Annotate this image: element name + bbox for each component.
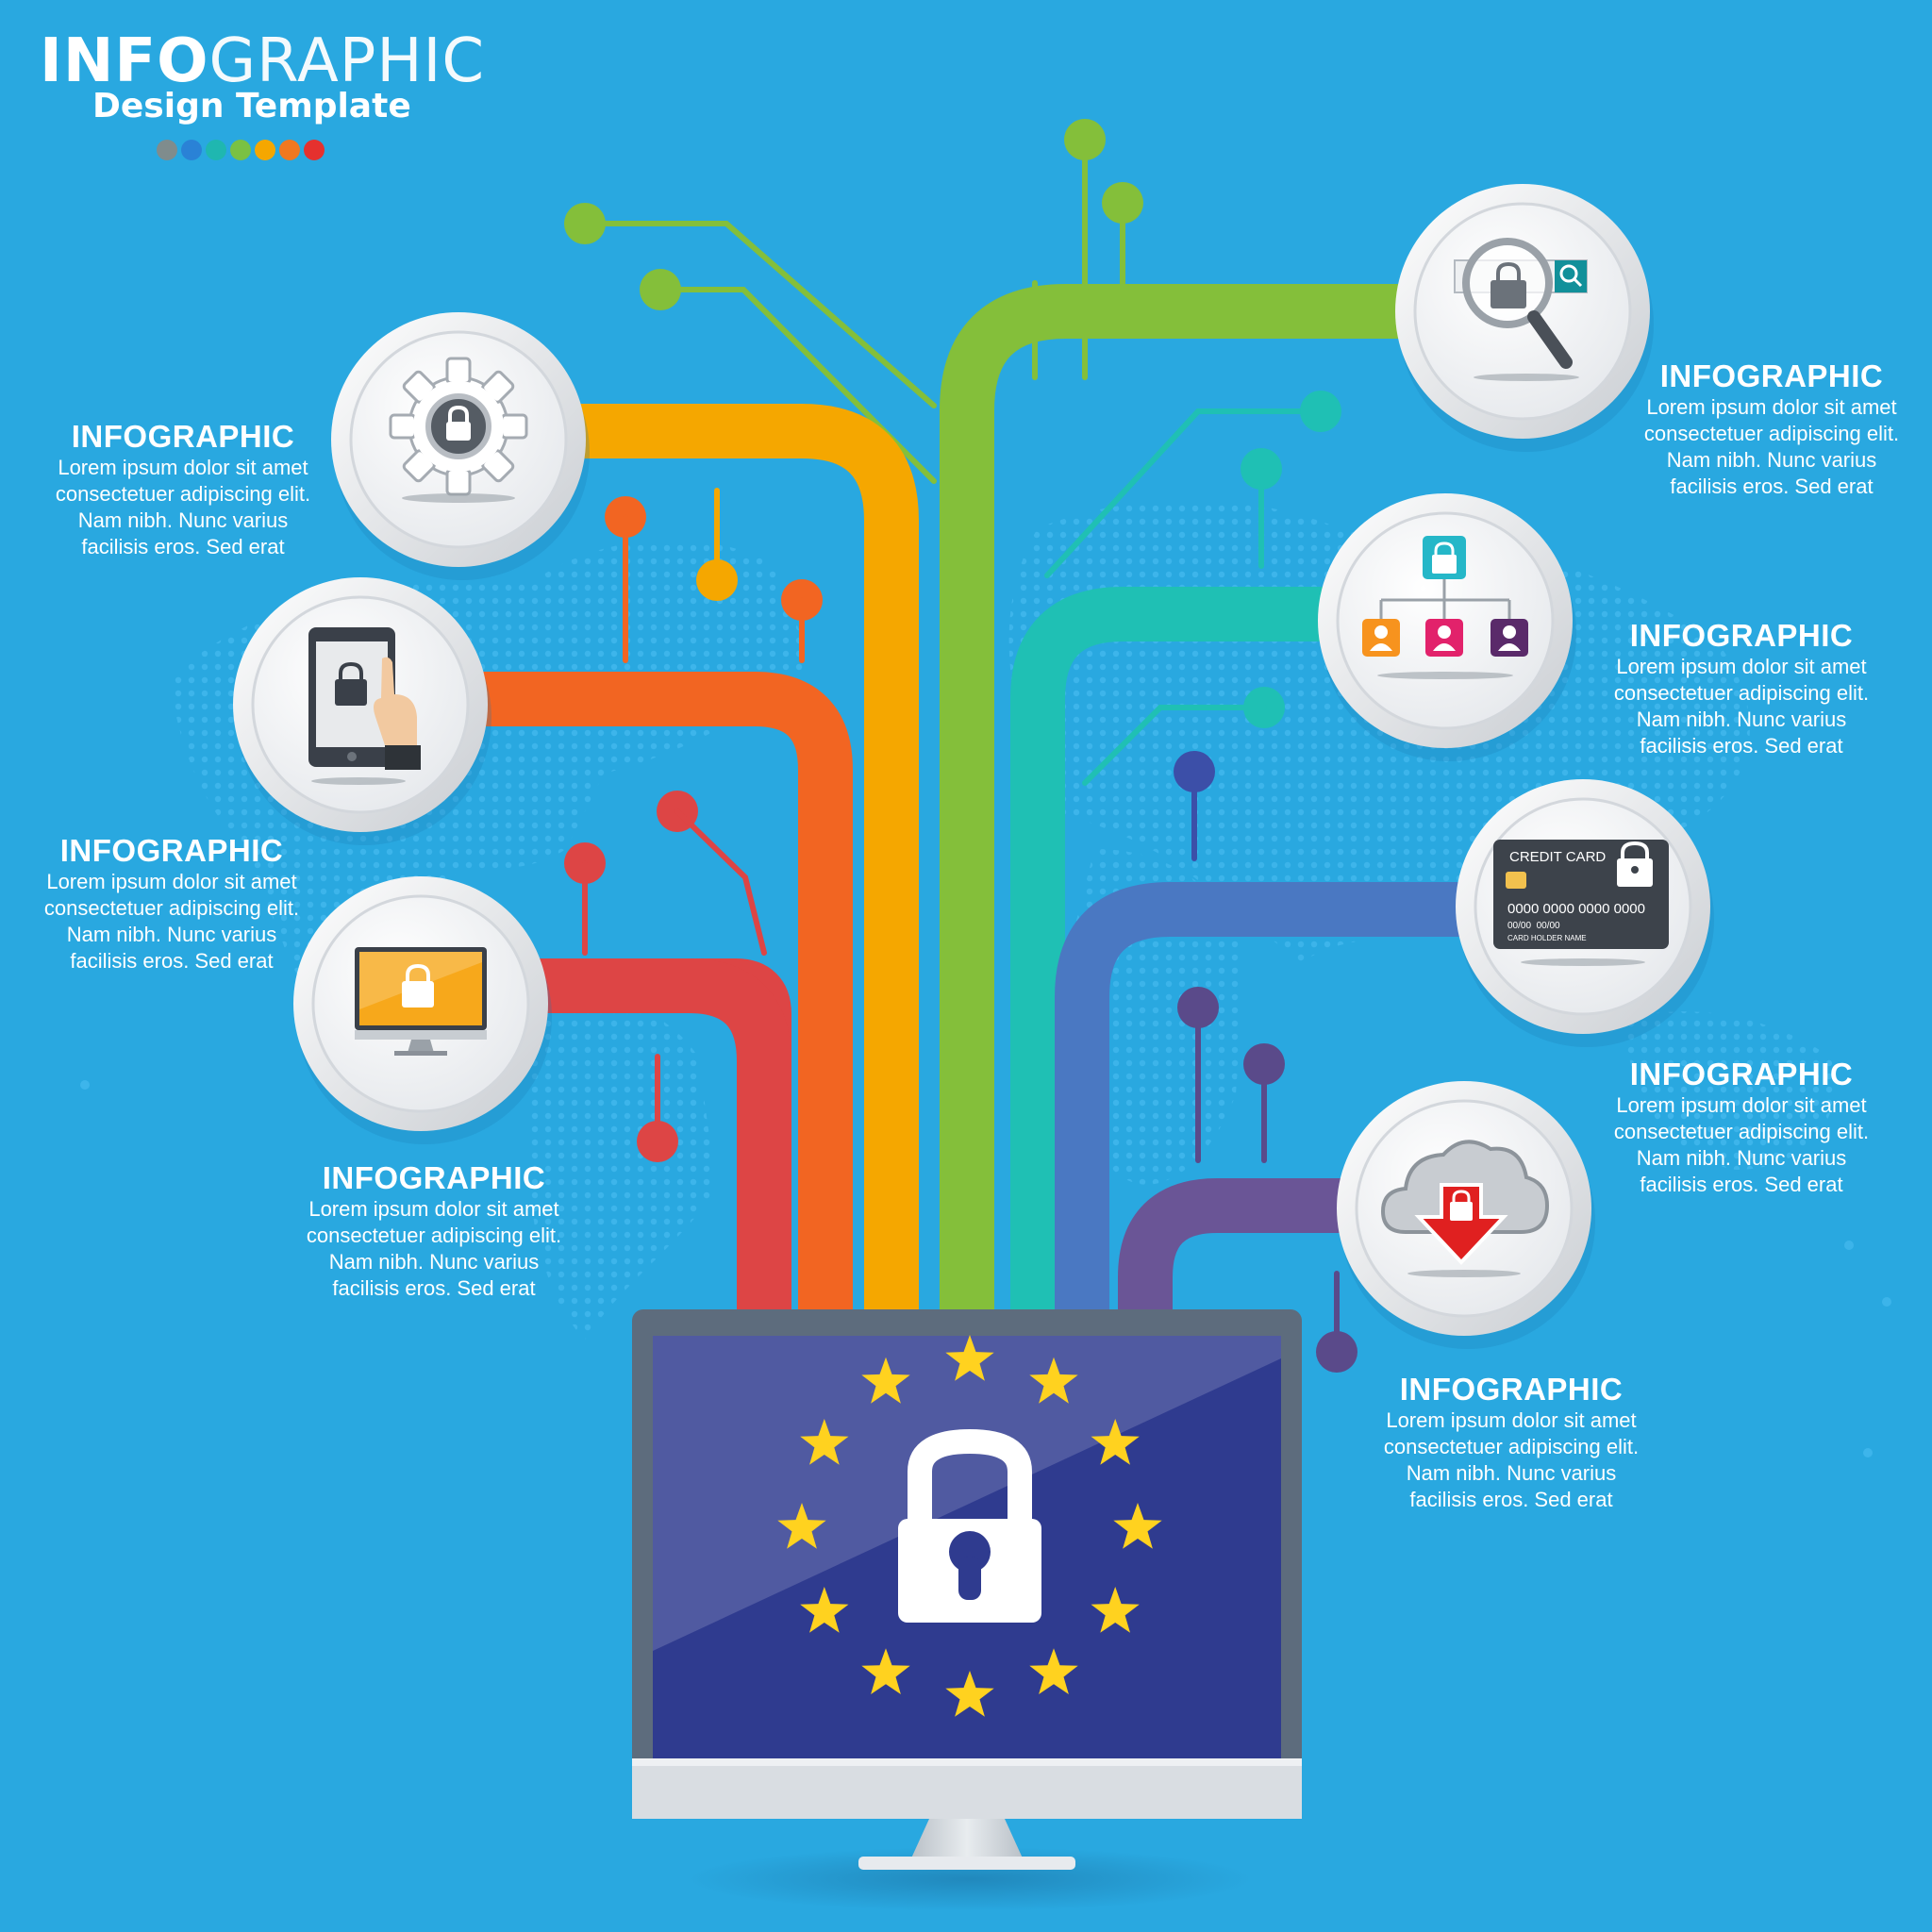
item-line: Nam nibh. Nunc varius [1406,1461,1617,1485]
item-line: Nam nibh. Nunc varius [328,1250,540,1274]
eu-stars [777,1335,1162,1717]
eu-star [777,1503,826,1549]
header-title-light: GRAPHIC [208,26,486,96]
item-line: Lorem ipsum dolor sit amet [58,456,308,479]
item-line: Lorem ipsum dolor sit amet [1386,1408,1637,1432]
item-heading: INFOGRAPHIC [322,1160,546,1195]
header-title-bold: INFO [40,26,209,96]
eu-star [861,1648,910,1694]
eu-star [1029,1357,1078,1404]
text-block-gear-lock: INFOGRAPHIC Lorem ipsum dolor sit amet c… [23,419,343,560]
eu-star [800,1587,849,1633]
circuit-lines [564,119,1357,1373]
color-dot [206,140,226,160]
item-line: Nam nibh. Nunc varius [77,508,289,532]
item-line: Lorem ipsum dolor sit amet [46,870,297,893]
eu-star [945,1671,994,1717]
gear-lock-icon [389,357,528,503]
item-line: consectetuer adipiscing elit. [306,1224,562,1247]
tablet-lock-icon [308,627,421,785]
item-line: Nam nibh. Nunc varius [1666,448,1877,472]
color-dot [304,140,325,160]
item-line: Lorem ipsum dolor sit amet [1616,655,1867,678]
eu-star [800,1419,849,1465]
central-monitor [632,1309,1302,1911]
text-block-search-lock: INFOGRAPHIC Lorem ipsum dolor sit amet c… [1611,358,1932,500]
cloud-download-lock-icon [1380,1140,1550,1277]
eu-star [1091,1587,1140,1633]
card-label: CREDIT CARD [1509,849,1606,865]
item-line: consectetuer adipiscing elit. [1643,422,1900,445]
item-line: facilisis eros. Sed erat [70,949,274,973]
item-line: facilisis eros. Sed erat [81,535,285,558]
color-dot [230,140,251,160]
item-heading: INFOGRAPHIC [59,833,284,868]
icon-circle-monitor-lock [293,876,552,1144]
item-heading: INFOGRAPHIC [1629,1057,1854,1091]
eu-star [1091,1419,1140,1465]
item-line: facilisis eros. Sed erat [332,1276,536,1300]
icon-circle-cloud-lock [1337,1081,1595,1349]
eu-padlock-icon [898,1428,1041,1623]
card-number: 0000 0000 0000 0000 [1507,901,1645,917]
item-heading: INFOGRAPHIC [1399,1372,1624,1407]
item-line: facilisis eros. Sed erat [1640,1173,1843,1196]
text-block-network-lock: INFOGRAPHIC Lorem ipsum dolor sit amet c… [1581,618,1902,759]
item-line: Lorem ipsum dolor sit amet [308,1197,559,1221]
color-dot [157,140,177,160]
item-line: Nam nibh. Nunc varius [1636,1146,1847,1170]
header-color-dots [157,140,325,160]
header-title: INFOGRAPHIC [40,19,485,104]
icon-circles [233,184,1714,1349]
icon-circle-network-lock [1318,493,1576,761]
text-block-monitor-lock: INFOGRAPHIC Lorem ipsum dolor sit amet c… [274,1160,594,1302]
item-heading: INFOGRAPHIC [71,419,295,454]
text-block-tablet-lock: INFOGRAPHIC Lorem ipsum dolor sit amet c… [11,833,332,974]
icon-circle-search-lock [1395,184,1654,452]
color-dot [279,140,300,160]
item-line: consectetuer adipiscing elit. [55,482,311,506]
card-holder: CARD HOLDER NAME [1507,934,1587,942]
magnifier-lock-icon [1454,238,1588,381]
icon-circle-card-lock [1456,779,1714,1047]
eu-star [1113,1503,1162,1549]
item-line: consectetuer adipiscing elit. [1613,1120,1870,1143]
monitor-lock-icon [355,947,487,1056]
card-dates: 00/00 00/00 [1507,921,1560,931]
eu-star [1029,1648,1078,1694]
text-block-card-lock: INFOGRAPHIC Lorem ipsum dolor sit amet c… [1581,1057,1902,1198]
item-line: consectetuer adipiscing elit. [43,896,300,920]
pipes [476,284,1472,1321]
item-heading: INFOGRAPHIC [1629,618,1854,653]
icon-circle-tablet-lock [233,577,491,845]
icon-circle-gear-lock [331,312,590,580]
item-line: facilisis eros. Sed erat [1409,1488,1613,1511]
item-line: consectetuer adipiscing elit. [1613,681,1870,705]
item-line: Lorem ipsum dolor sit amet [1616,1093,1867,1117]
item-line: facilisis eros. Sed erat [1640,734,1843,758]
color-dot [181,140,202,160]
item-heading: INFOGRAPHIC [1659,358,1884,393]
header-subtitle: Design Template [92,87,411,125]
color-dot [255,140,275,160]
credit-card-lock-icon [1493,840,1669,966]
item-line: Nam nibh. Nunc varius [1636,708,1847,731]
item-line: consectetuer adipiscing elit. [1383,1435,1640,1458]
item-line: Lorem ipsum dolor sit amet [1646,395,1897,419]
eu-star [861,1357,910,1404]
text-block-cloud-lock: INFOGRAPHIC Lorem ipsum dolor sit amet c… [1351,1372,1672,1513]
org-chart-lock-icon [1362,536,1528,679]
item-line: facilisis eros. Sed erat [1670,475,1874,498]
eu-star [945,1335,994,1381]
item-line: Nam nibh. Nunc varius [66,923,277,946]
